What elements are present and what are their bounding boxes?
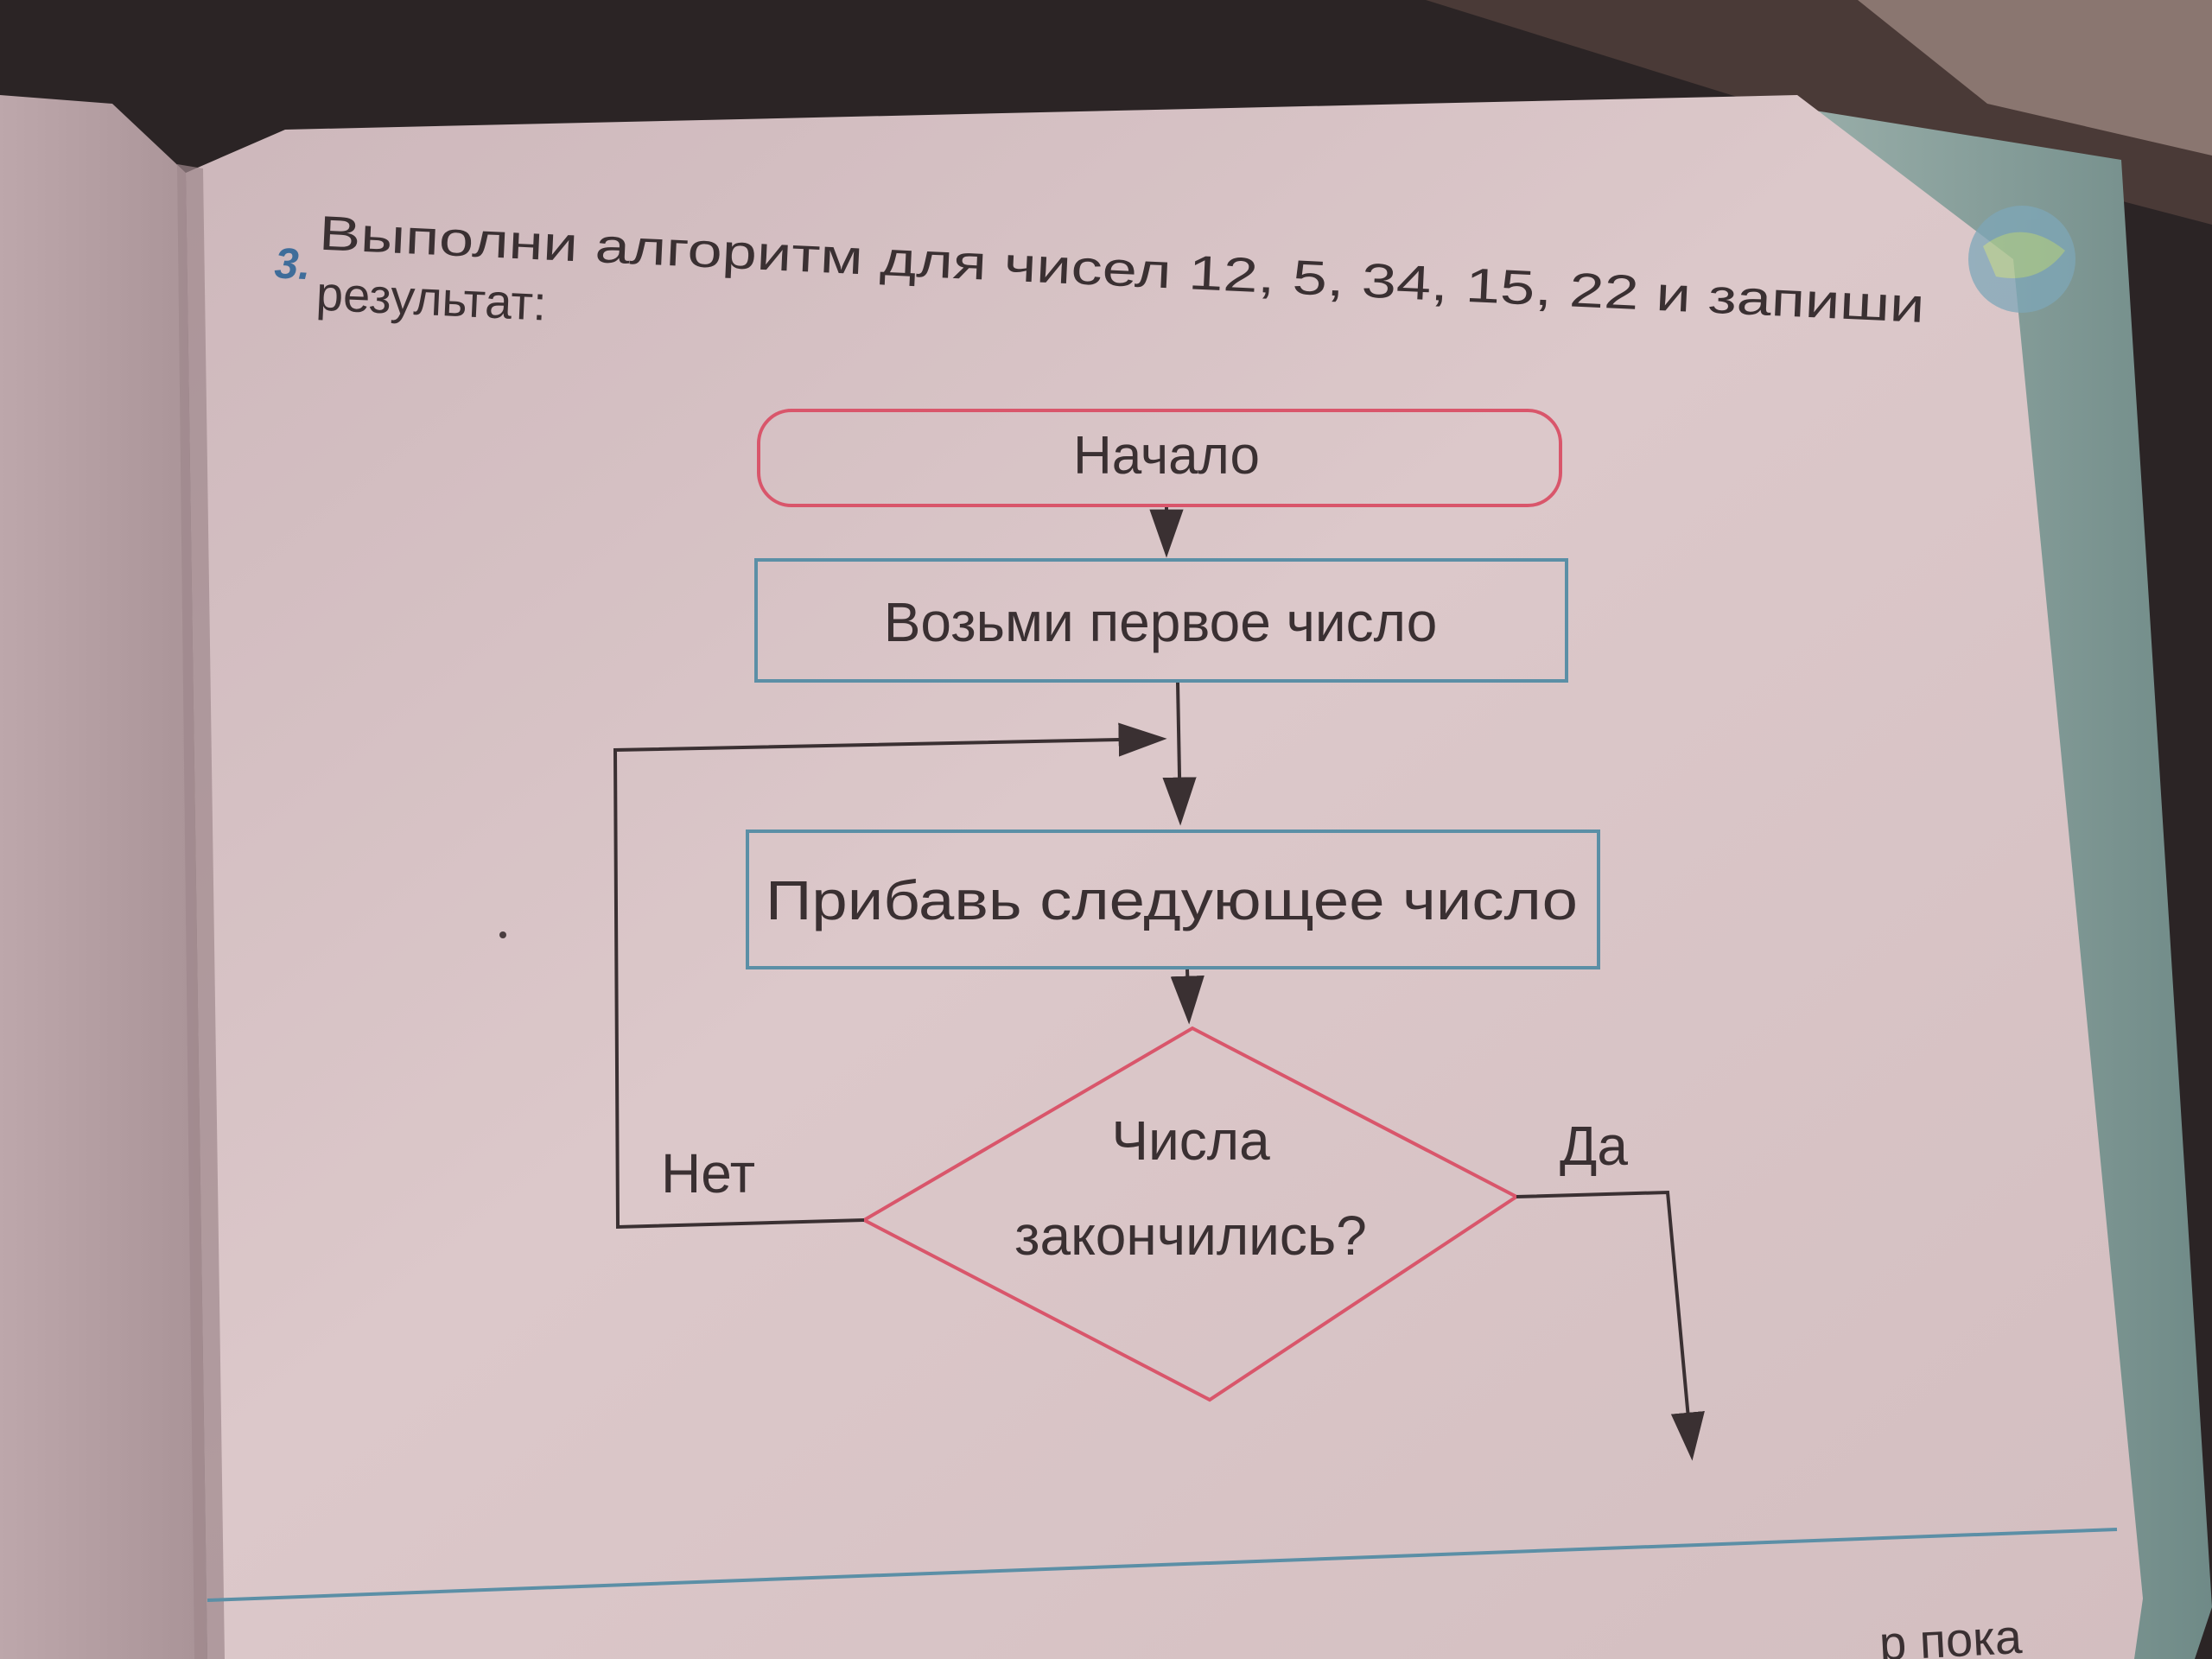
- decision-label-line-1: Числа: [1111, 1109, 1270, 1172]
- no-label: Нет: [661, 1142, 755, 1205]
- arrow-step1-to-step2: [1162, 682, 1197, 826]
- answer-line: [207, 1528, 2118, 1602]
- process-add-next-label: Прибавь следующее число: [766, 869, 1578, 931]
- arrow-no-loop: [613, 722, 1167, 1230]
- globe-icon: [1968, 206, 2075, 313]
- left-page: [0, 95, 207, 1659]
- process-add-next: [746, 830, 1600, 969]
- task-line-2: результат:: [315, 266, 548, 331]
- background-fabric: [1858, 0, 2212, 156]
- spine-shadow: [177, 164, 225, 1659]
- process-take-first: [754, 558, 1568, 683]
- right-page: [186, 95, 2143, 1659]
- process-take-first-label: Возьми первое число: [884, 591, 1438, 653]
- page-speck: [499, 931, 506, 938]
- start-terminal: [757, 409, 1562, 507]
- corner-text: р пока: [1878, 1609, 2024, 1659]
- arrow-step2-to-decision: [1170, 969, 1205, 1025]
- decision-diamond: [860, 1026, 1520, 1402]
- decision-label-line-2: закончились?: [1014, 1205, 1367, 1267]
- start-label: Начало: [1073, 426, 1260, 486]
- arrow-yes-exit: [1516, 1190, 1705, 1461]
- flowchart: Начало Возьми первое число Прибавь следу…: [613, 409, 1705, 1461]
- task-number: 3.: [273, 238, 311, 289]
- yes-label: Да: [1560, 1115, 1628, 1177]
